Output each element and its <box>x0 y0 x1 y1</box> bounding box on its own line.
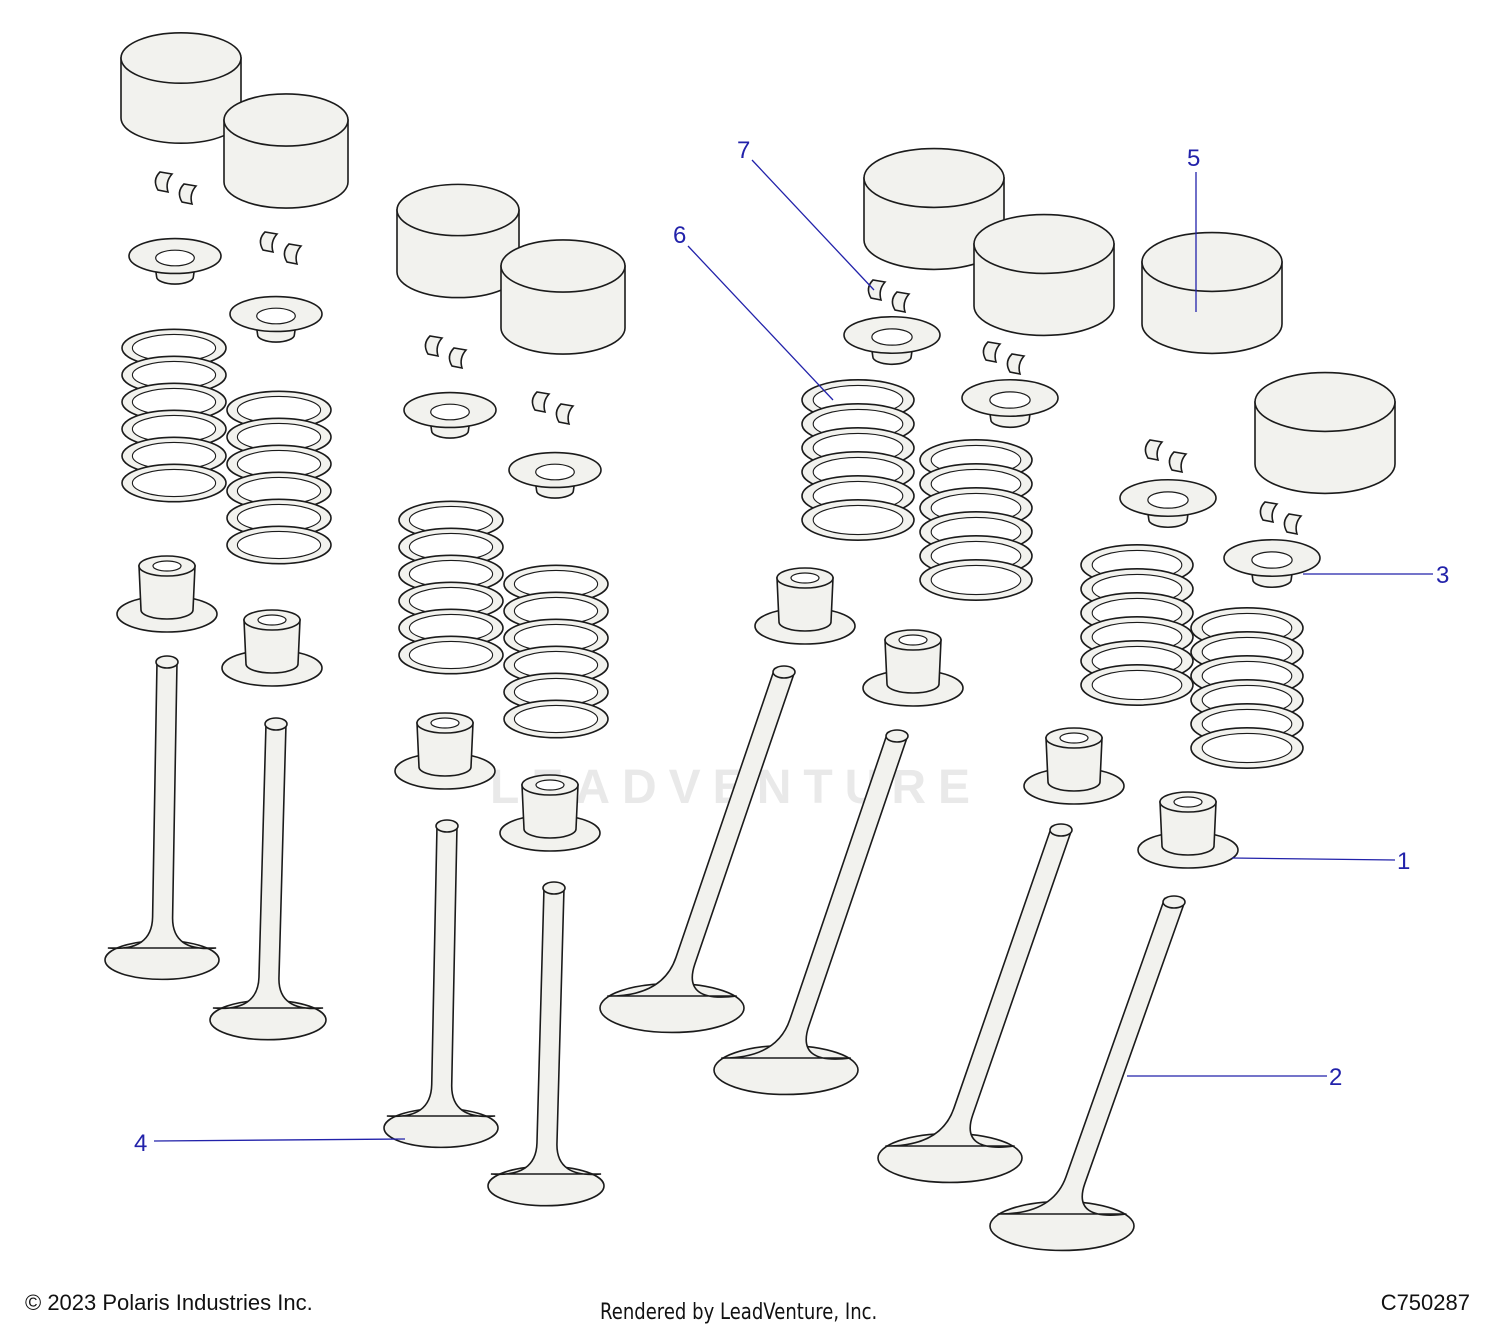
callout-5[interactable]: 5 <box>1187 145 1200 312</box>
valve-stem-seal <box>1137 791 1239 869</box>
svg-text:6: 6 <box>673 222 686 249</box>
spring-retainer <box>1223 538 1321 589</box>
spring-retainer <box>508 451 602 499</box>
valve-spring <box>226 390 332 565</box>
valve-stem-seal <box>754 567 856 645</box>
callout-layer: 1 2 3 4 5 6 7 <box>134 137 1449 1157</box>
bucket-tappet <box>1254 371 1396 495</box>
valve-keepers <box>531 391 575 426</box>
valve-keepers <box>154 171 198 206</box>
rendered-by-text: Rendered by LeadVenture, Inc. <box>600 1300 878 1325</box>
valve <box>599 665 796 1034</box>
spring-retainer <box>1119 478 1217 529</box>
callout-7[interactable]: 7 <box>737 137 875 291</box>
valve-stem-seal <box>221 609 323 687</box>
bucket-tappet <box>863 147 1005 271</box>
valve <box>877 823 1073 1184</box>
bucket-tappet <box>1141 231 1283 355</box>
bucket-tappet <box>223 93 349 209</box>
valve-stem-seal <box>394 712 496 790</box>
valve-assemblies <box>104 31 1396 1252</box>
valve-spring <box>121 328 227 503</box>
valve-spring <box>919 439 1033 601</box>
valve-stem-seal <box>116 555 218 633</box>
callout-1[interactable]: 1 <box>1231 848 1410 875</box>
diagram-id: C750287 <box>1380 1290 1470 1315</box>
valve-spring <box>1080 544 1194 706</box>
svg-text:1: 1 <box>1397 848 1410 875</box>
svg-text:3: 3 <box>1436 562 1449 589</box>
spring-retainer <box>843 315 941 366</box>
valve-keepers <box>424 335 468 370</box>
bucket-tappet <box>120 31 242 144</box>
valve <box>487 881 605 1207</box>
valve-keepers <box>1144 439 1188 474</box>
spring-retainer <box>961 378 1059 429</box>
valve <box>383 819 499 1149</box>
valve-spring <box>398 500 504 675</box>
valve-stem-seal <box>1023 727 1125 805</box>
valve <box>209 717 327 1041</box>
bucket-tappet <box>973 213 1115 337</box>
svg-text:7: 7 <box>737 137 750 164</box>
callout-6[interactable]: 6 <box>673 222 834 401</box>
valve-spring <box>1190 607 1304 769</box>
valve-stem-seal <box>499 774 601 852</box>
bucket-tappet <box>500 239 626 355</box>
valve-keepers <box>259 231 303 266</box>
copyright-text: © 2023 Polaris Industries Inc. <box>25 1290 313 1315</box>
valve <box>104 655 220 981</box>
spring-retainer <box>403 391 497 439</box>
valve-keepers <box>867 279 911 314</box>
valve-spring <box>503 564 609 739</box>
valve-spring <box>801 379 915 541</box>
bucket-tappet <box>396 183 520 299</box>
valve-keepers <box>1259 501 1303 536</box>
valve-keepers <box>982 341 1026 376</box>
callout-4[interactable]: 4 <box>134 1130 406 1157</box>
spring-retainer <box>229 295 323 343</box>
valve-stem-seal <box>862 629 964 707</box>
svg-text:4: 4 <box>134 1130 147 1157</box>
callout-3[interactable]: 3 <box>1303 562 1449 589</box>
callout-2[interactable]: 2 <box>1127 1064 1342 1091</box>
svg-text:2: 2 <box>1329 1064 1342 1091</box>
valve <box>713 729 909 1096</box>
svg-text:5: 5 <box>1187 145 1200 172</box>
spring-retainer <box>128 237 222 285</box>
valve <box>989 895 1186 1252</box>
